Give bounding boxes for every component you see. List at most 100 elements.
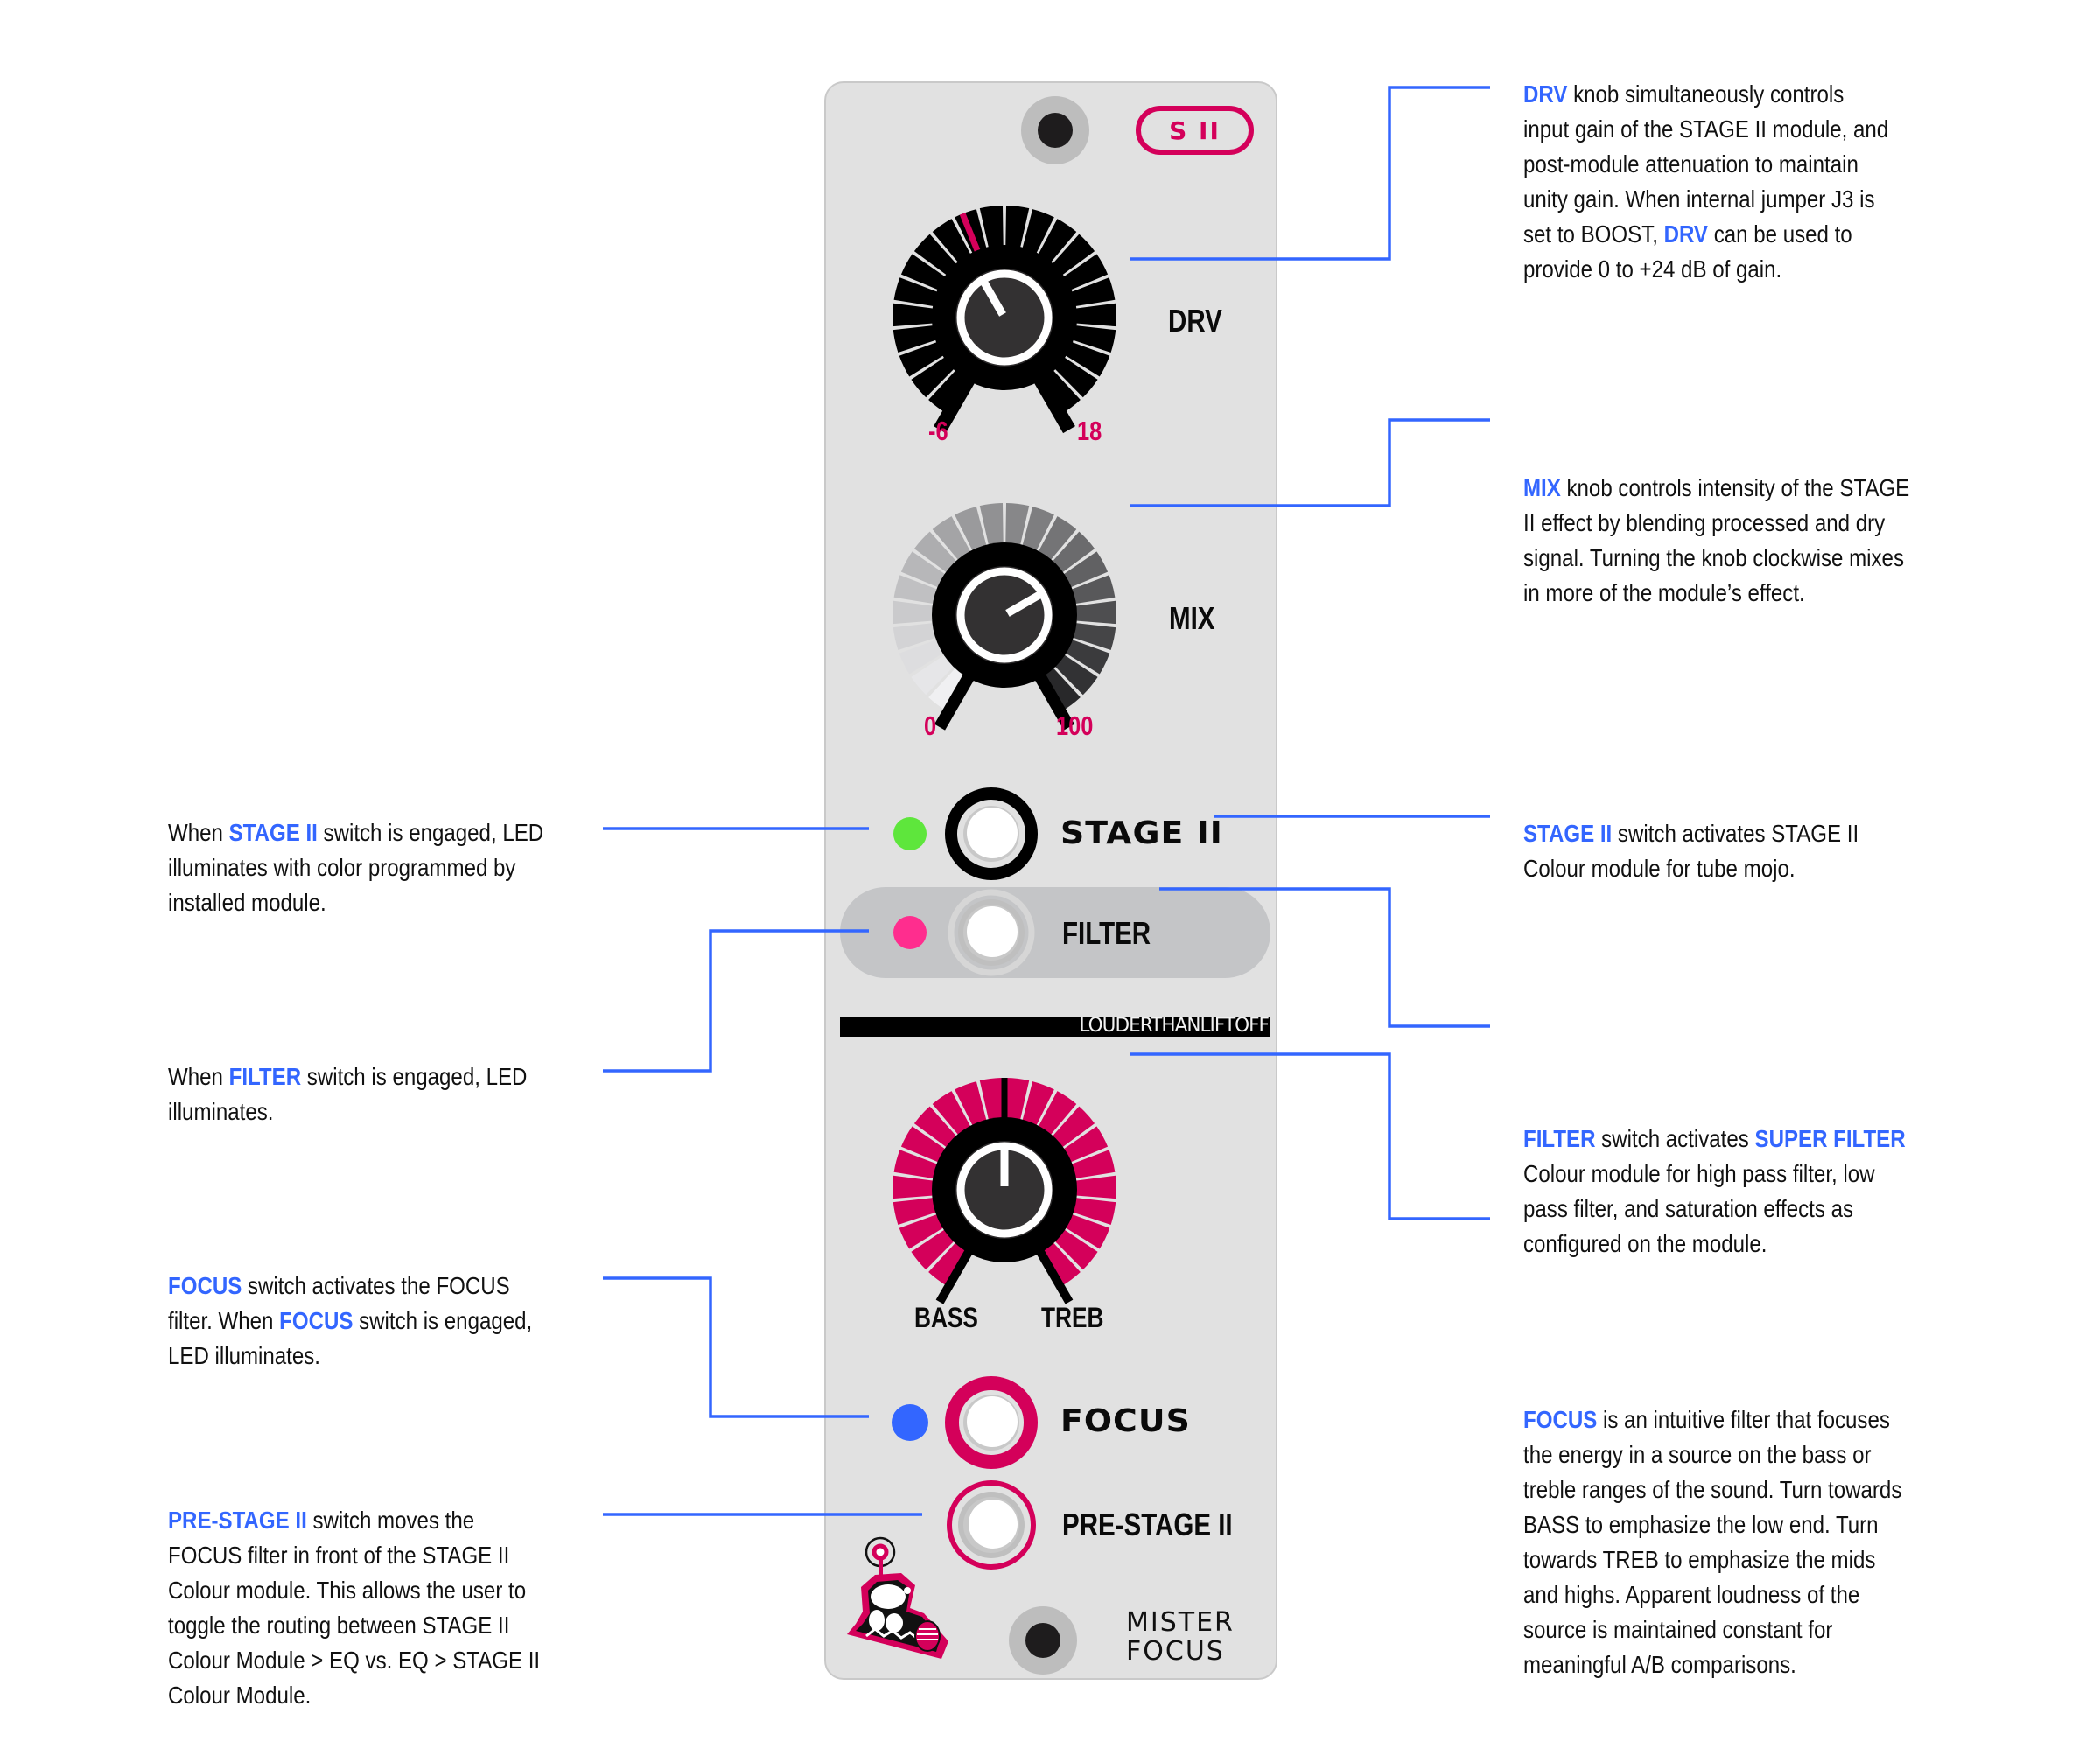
knob-scale-segment xyxy=(1056,254,1109,294)
highlight-term: MIX xyxy=(1523,474,1561,501)
knob-scale-segment xyxy=(955,1081,989,1134)
annotation-text: meaningful A/B comparisons. xyxy=(1523,1651,1796,1678)
annotation-filter: FILTER switch activates SUPER FILTER Colo… xyxy=(1523,1122,1906,1262)
mix-max-label: 100 xyxy=(1056,710,1094,741)
drv-label: DRV xyxy=(1168,303,1222,339)
knob-scale-segment xyxy=(928,363,973,414)
knob-scale-segment xyxy=(893,575,946,605)
annotation-line: the energy in a source on the bass or xyxy=(1523,1437,1901,1472)
annotation-text: input gain of the STAGE II module, and xyxy=(1523,115,1889,143)
knob-scale-segment xyxy=(928,661,973,711)
knob-scale-segment xyxy=(900,254,953,294)
annotation-text: LED illuminates. xyxy=(168,1342,320,1369)
annotation-mix: MIX knob controls intensity of the STAGE… xyxy=(1523,471,1909,611)
annotation-line: in more of the module’s effect. xyxy=(1523,576,1909,611)
knob-scale-segment xyxy=(1046,1106,1096,1153)
knob-scale-segment xyxy=(932,219,976,269)
annotation-line: toggle the routing between STAGE II xyxy=(168,1608,540,1643)
highlight-term: FOCUS xyxy=(1523,1406,1598,1433)
annotation-line: Colour Module. xyxy=(168,1678,540,1713)
annotation-line: PRE-STAGE II switch moves the xyxy=(168,1503,540,1538)
knob-scale-segment xyxy=(1033,219,1077,269)
annotation-text: signal. Turning the knob clockwise mixes xyxy=(1523,544,1904,571)
drv-knob[interactable] xyxy=(892,206,1116,434)
annotation-text: post-module attenuation to maintain xyxy=(1523,150,1858,178)
annotation-text: configured on the module. xyxy=(1523,1230,1768,1257)
annotation-text: switch activates STAGE II xyxy=(1612,820,1859,847)
robot-logo-icon xyxy=(847,1536,948,1659)
annotation-line: When FILTER switch is engaged, LED xyxy=(168,1059,527,1094)
focus-switch[interactable] xyxy=(945,1376,1038,1469)
stage2-switch-label: STAGE II xyxy=(1060,815,1223,851)
knob-scale-segment xyxy=(899,1211,951,1249)
mix-knob[interactable] xyxy=(892,503,1116,731)
annotation-text: Colour module. This allows the user to xyxy=(168,1577,527,1604)
knob-scale-segment xyxy=(892,1175,942,1199)
annotation-text: switch activates the FOCUS xyxy=(242,1272,510,1299)
knob-scale-segment xyxy=(1005,503,1030,554)
knob-scale-segment xyxy=(1020,1081,1054,1134)
highlight-term: FILTER xyxy=(1523,1125,1596,1152)
knob-scale-segment xyxy=(900,551,953,591)
product-name-line1: MISTER xyxy=(1126,1607,1235,1638)
annotation-line: illuminates with color programmed by xyxy=(168,850,543,885)
filter-switch-label: FILTER xyxy=(1062,915,1152,951)
knob-scale-segment xyxy=(1033,1091,1077,1142)
knob-scale-segment xyxy=(893,277,946,308)
annotation-text: the energy in a source on the bass or xyxy=(1523,1441,1872,1468)
input-jack-top[interactable] xyxy=(1021,96,1089,164)
annotation-line: towards TREB to emphasize the mids xyxy=(1523,1542,1901,1577)
annotation-line: treble ranges of the sound. Turn towards xyxy=(1523,1472,1901,1507)
product-name: MISTER FOCUS xyxy=(1126,1608,1235,1666)
annotation-text: set to BOOST, xyxy=(1523,220,1664,248)
output-jack-bottom[interactable] xyxy=(1009,1606,1077,1675)
knob-scale-segment xyxy=(1036,661,1081,711)
knob-scale-segment xyxy=(892,324,945,353)
knob-scale-segment xyxy=(955,507,989,559)
focus-led xyxy=(892,1404,928,1441)
knob-marker xyxy=(959,213,983,255)
annotation-line: set to BOOST, DRV can be used to xyxy=(1523,217,1888,252)
drv-min-label: -6 xyxy=(928,416,948,446)
annotation-text: towards TREB to emphasize the mids xyxy=(1523,1546,1876,1573)
annotation-line: provide 0 to +24 dB of gain. xyxy=(1523,252,1888,287)
knob-scale-segment xyxy=(1048,649,1098,696)
highlight-term: FOCUS xyxy=(279,1307,354,1334)
annotation-line: STAGE II switch activates STAGE II xyxy=(1523,816,1858,851)
knob-scale-segment xyxy=(893,1150,946,1180)
prestage-switch[interactable] xyxy=(947,1480,1036,1570)
annotation-drv: DRV knob simultaneously controls input ga… xyxy=(1523,77,1888,287)
annotation-text: When xyxy=(168,1063,229,1090)
annotation-text: Colour module for high pass filter, low xyxy=(1523,1160,1875,1187)
knob-scale-segment xyxy=(1064,621,1116,650)
knob-scale-segment xyxy=(1056,551,1109,591)
annotation-line: filter. When FOCUS switch is engaged, xyxy=(168,1304,532,1339)
annotation-line: illuminates. xyxy=(168,1094,527,1129)
knob-scale-segment xyxy=(914,1106,963,1153)
knob-end-stop xyxy=(934,671,976,731)
annotation-line: MIX knob controls intensity of the STAGE xyxy=(1523,471,1909,506)
knob-scale-segment xyxy=(914,234,963,281)
stage2-switch[interactable] xyxy=(945,787,1038,880)
filter-switch[interactable] xyxy=(948,889,1035,976)
knob-scale-segment xyxy=(911,649,961,696)
focus-eq-knob[interactable] xyxy=(892,1078,1116,1304)
knob-scale-segment xyxy=(914,531,963,578)
annotation-text: switch is engaged, xyxy=(353,1307,533,1334)
knob-scale-segment xyxy=(928,1235,973,1286)
annotation-text: and highs. Apparent loudness of the xyxy=(1523,1581,1860,1608)
stage2-led xyxy=(893,817,927,850)
annotation-text: knob simultaneously controls xyxy=(1567,80,1844,108)
knob-scale-segment xyxy=(979,206,1004,256)
highlight-term: DRV xyxy=(1523,80,1568,108)
annotation-line: and highs. Apparent loudness of the xyxy=(1523,1577,1901,1612)
highlight-term: FOCUS xyxy=(168,1272,242,1299)
annotation-line: FILTER switch activates SUPER FILTER xyxy=(1523,1122,1906,1157)
annotation-text: provide 0 to +24 dB of gain. xyxy=(1523,255,1782,283)
knob-scale-segment xyxy=(892,621,945,650)
annotation-text: Colour module for tube mojo. xyxy=(1523,855,1796,882)
knob-scale-segment xyxy=(1058,1211,1110,1249)
highlight-term: SUPER FILTER xyxy=(1754,1125,1906,1152)
knob-scale-segment xyxy=(1064,1196,1116,1225)
annotation-line: unity gain. When internal jumper J3 is xyxy=(1523,182,1888,217)
